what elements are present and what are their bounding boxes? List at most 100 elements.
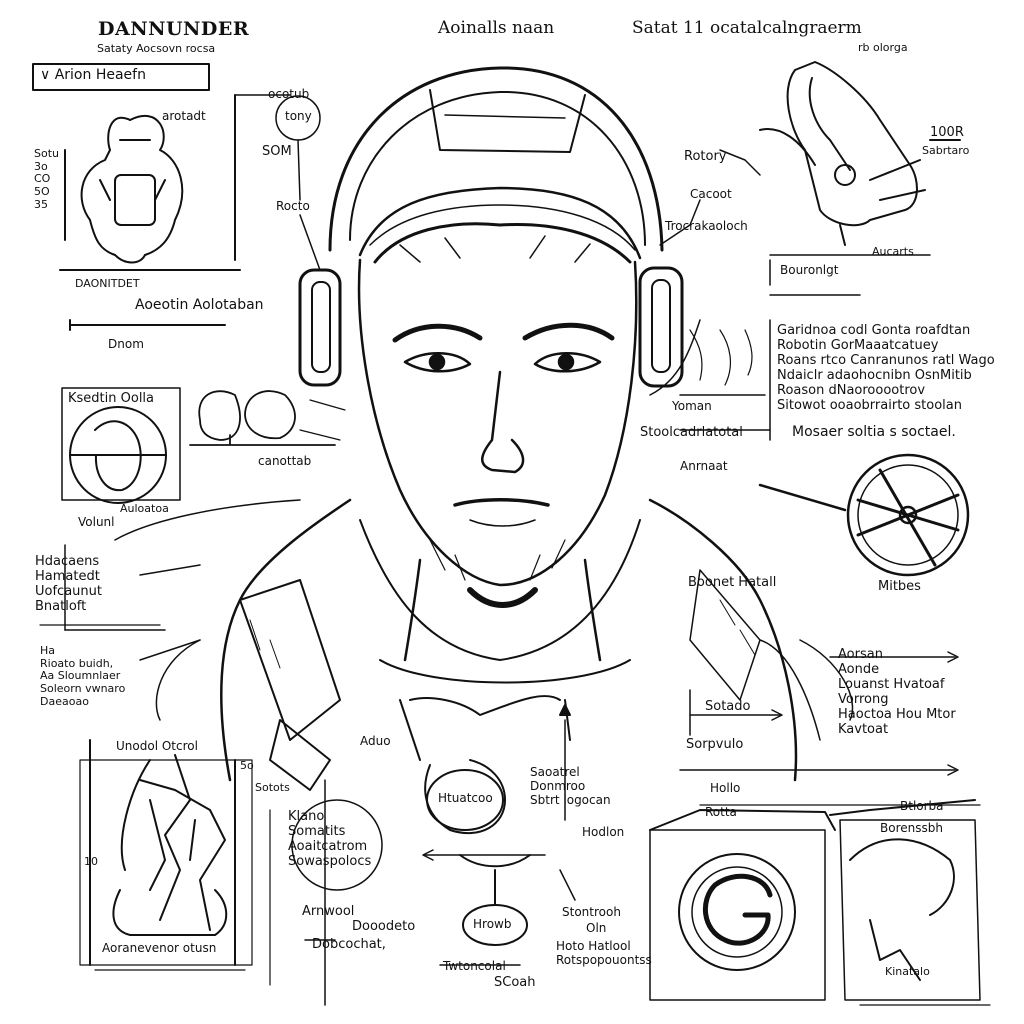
subtitle-left: Sataty Aocsovn rocsa: [97, 42, 216, 55]
rtb-line-4: Roason dNaorooootrov: [777, 382, 926, 398]
kc-notes: Ha Rioato buidh, Aa Sloumnlaer Soleorn v…: [40, 644, 126, 708]
box-title-text: Arion Heaefn: [54, 67, 146, 83]
figure-caption: Aoranevenor otusn: [102, 941, 217, 955]
title-left: DANNUNDER: [98, 18, 250, 40]
center-left-ovals: [189, 390, 336, 446]
bc-note-2: Aoaitcatrom: [288, 838, 368, 854]
left-note-0: Hdacaens: [35, 554, 100, 569]
kc-line-2: Aa Sloumnlaer: [40, 669, 121, 683]
label-auloatoa: Auloatoa: [120, 502, 169, 515]
face-drawing: [357, 222, 638, 608]
label-twtoncolal: Twtoncolal: [443, 959, 506, 973]
label-hollo: Hollo: [710, 781, 741, 795]
circle-label-2: Hrowb: [473, 917, 512, 931]
right-mid-arrows: [679, 639, 959, 776]
rtb-line-2: Roans rtco Canranunos ratl Wago: [777, 352, 995, 368]
right-text-block: Garidnoa codl Gonta roafdtan Robotin Gor…: [777, 323, 995, 414]
rm-line-3: Vorrong: [838, 691, 889, 707]
bc-note-3: Sowaspolocs: [288, 853, 372, 869]
ct-note-2: Sbtrt logocan: [530, 792, 611, 807]
rtb-line-5: Sitowot ooaobrrairto stoolan: [777, 397, 962, 413]
rm-line-0: Aorsan: [838, 647, 883, 662]
label-dobcochat: Dobcochat,: [312, 937, 386, 952]
subtitle-right: rb olorga: [858, 41, 908, 54]
label-dooodeto: Dooodeto: [352, 919, 416, 934]
label-rotta: Rotta: [705, 805, 737, 819]
label-sabrtaro: Sabrtaro: [922, 144, 970, 157]
left-pointers: [64, 499, 301, 661]
right-mid-notes: Aorsan Aonde Louanst Hvatoaf Vorrong Hao…: [838, 647, 956, 738]
bottom-center-parts: [269, 694, 576, 1006]
side-5o: 5o: [240, 759, 254, 772]
bottom-right-panel: [649, 799, 981, 1001]
label-som: SOM: [262, 144, 292, 159]
title-right: Satat 11 ocatalcalngraerm: [632, 18, 862, 38]
ct-note-0: Saoatrel: [530, 765, 580, 779]
label-anrnaat: Anrnaat: [680, 459, 728, 473]
label-yoman: Yoman: [672, 399, 712, 413]
right-bold-note: Mosaer soltia s soctael.: [792, 424, 956, 440]
side-note: arotadt: [162, 109, 206, 123]
measure-label: Aoeotin Aolotaban: [135, 297, 264, 313]
label-oln: Oln: [586, 921, 607, 935]
label-mitbes: Mitbes: [878, 579, 921, 594]
right-pointers: [649, 149, 931, 441]
rm-line-2: Louanst Hvatoaf: [838, 676, 945, 692]
label-stontrooh: Stontrooh: [562, 905, 621, 919]
label-trocrak: Trocrakaoloch: [665, 219, 748, 233]
kc-line-3: Soleorn vwnaro: [40, 681, 126, 695]
label-ocotub: ocotub: [268, 87, 310, 101]
bloth-notes: Hoto Hatlool Rotspopouontss: [556, 939, 652, 968]
bc-note-1: Somatits: [288, 823, 346, 839]
left-notes: Hdacaens Hamatedt Uofcaunut Bnatloft: [35, 554, 102, 615]
rm-line-5: Kavtoat: [838, 721, 889, 737]
label-aucarts: Aucarts: [872, 245, 914, 258]
label-volunl: Volunl: [78, 515, 115, 529]
heading-box: [32, 63, 210, 91]
label-rotory: Rotory: [684, 149, 727, 164]
dnom-label: Dnom: [108, 337, 144, 351]
bottom-left-figure: [79, 739, 253, 966]
rm-line-4: Haoctoa Hou Mtor: [838, 706, 956, 722]
label-kinatalo: Kinatalo: [885, 965, 930, 978]
rtb-line-1: Robotin GorMaaatcatuey: [777, 337, 939, 353]
label-boonet: Boonet Hatall: [688, 575, 777, 590]
headphones-drawing: [298, 266, 684, 388]
label-cacoot: Cacoot: [690, 187, 732, 201]
label-sotado: Sotado: [705, 699, 751, 714]
bottom-left-title: Unodol Otcrol: [116, 739, 198, 753]
ct-note-1: Donmroo: [530, 778, 586, 793]
rtb-line-3: Ndaiclr adaohocnibn OsnMitib: [777, 367, 972, 383]
label-hodlon: Hodlon: [582, 825, 625, 839]
kc-line-1: Rioato buidh,: [40, 656, 114, 670]
label-btlorba: Btlorba: [900, 799, 944, 813]
bc-note-0: Klano: [288, 809, 325, 824]
label-sorpvulo: Sorpvulo: [686, 737, 744, 752]
bloth-0: Hoto Hatlool: [556, 939, 631, 953]
sidecol-2: CO: [34, 172, 51, 186]
label-bouron: Bouronlgt: [780, 263, 839, 277]
jacket-drawing: [155, 498, 854, 791]
squiggle-lines: [299, 329, 753, 441]
left-note-3: Bnatloft: [35, 598, 87, 614]
misc-dimension-lines: [39, 624, 991, 1006]
center-top-notes: Saoatrel Donmroo Sbtrt logocan: [530, 765, 611, 807]
box-title: ∨ Arion Heaefn: [40, 68, 146, 83]
right-crosshair: [758, 453, 970, 577]
title-center: Aoinalls naan: [438, 18, 555, 38]
label-stoolcad: Stoolcadrlatotal: [640, 425, 743, 440]
label-tony: tony: [285, 109, 312, 123]
left-note-2: Uofcaunut: [35, 583, 102, 599]
left-sidecol: Sotu 3o CO 5O 35: [34, 147, 59, 211]
kc-line-0: Ha: [40, 644, 56, 657]
top-right-device: [759, 61, 961, 246]
cap-sotots: Sotots: [255, 781, 290, 794]
sidecol-4: 35: [34, 197, 48, 211]
kc-line-4: Daeaoao: [40, 694, 89, 708]
dim-label: DAONITDET: [75, 277, 140, 290]
label-rocto: Rocto: [276, 199, 310, 213]
side-10: 10: [84, 855, 98, 868]
sidecol-3: 5O: [34, 184, 50, 198]
